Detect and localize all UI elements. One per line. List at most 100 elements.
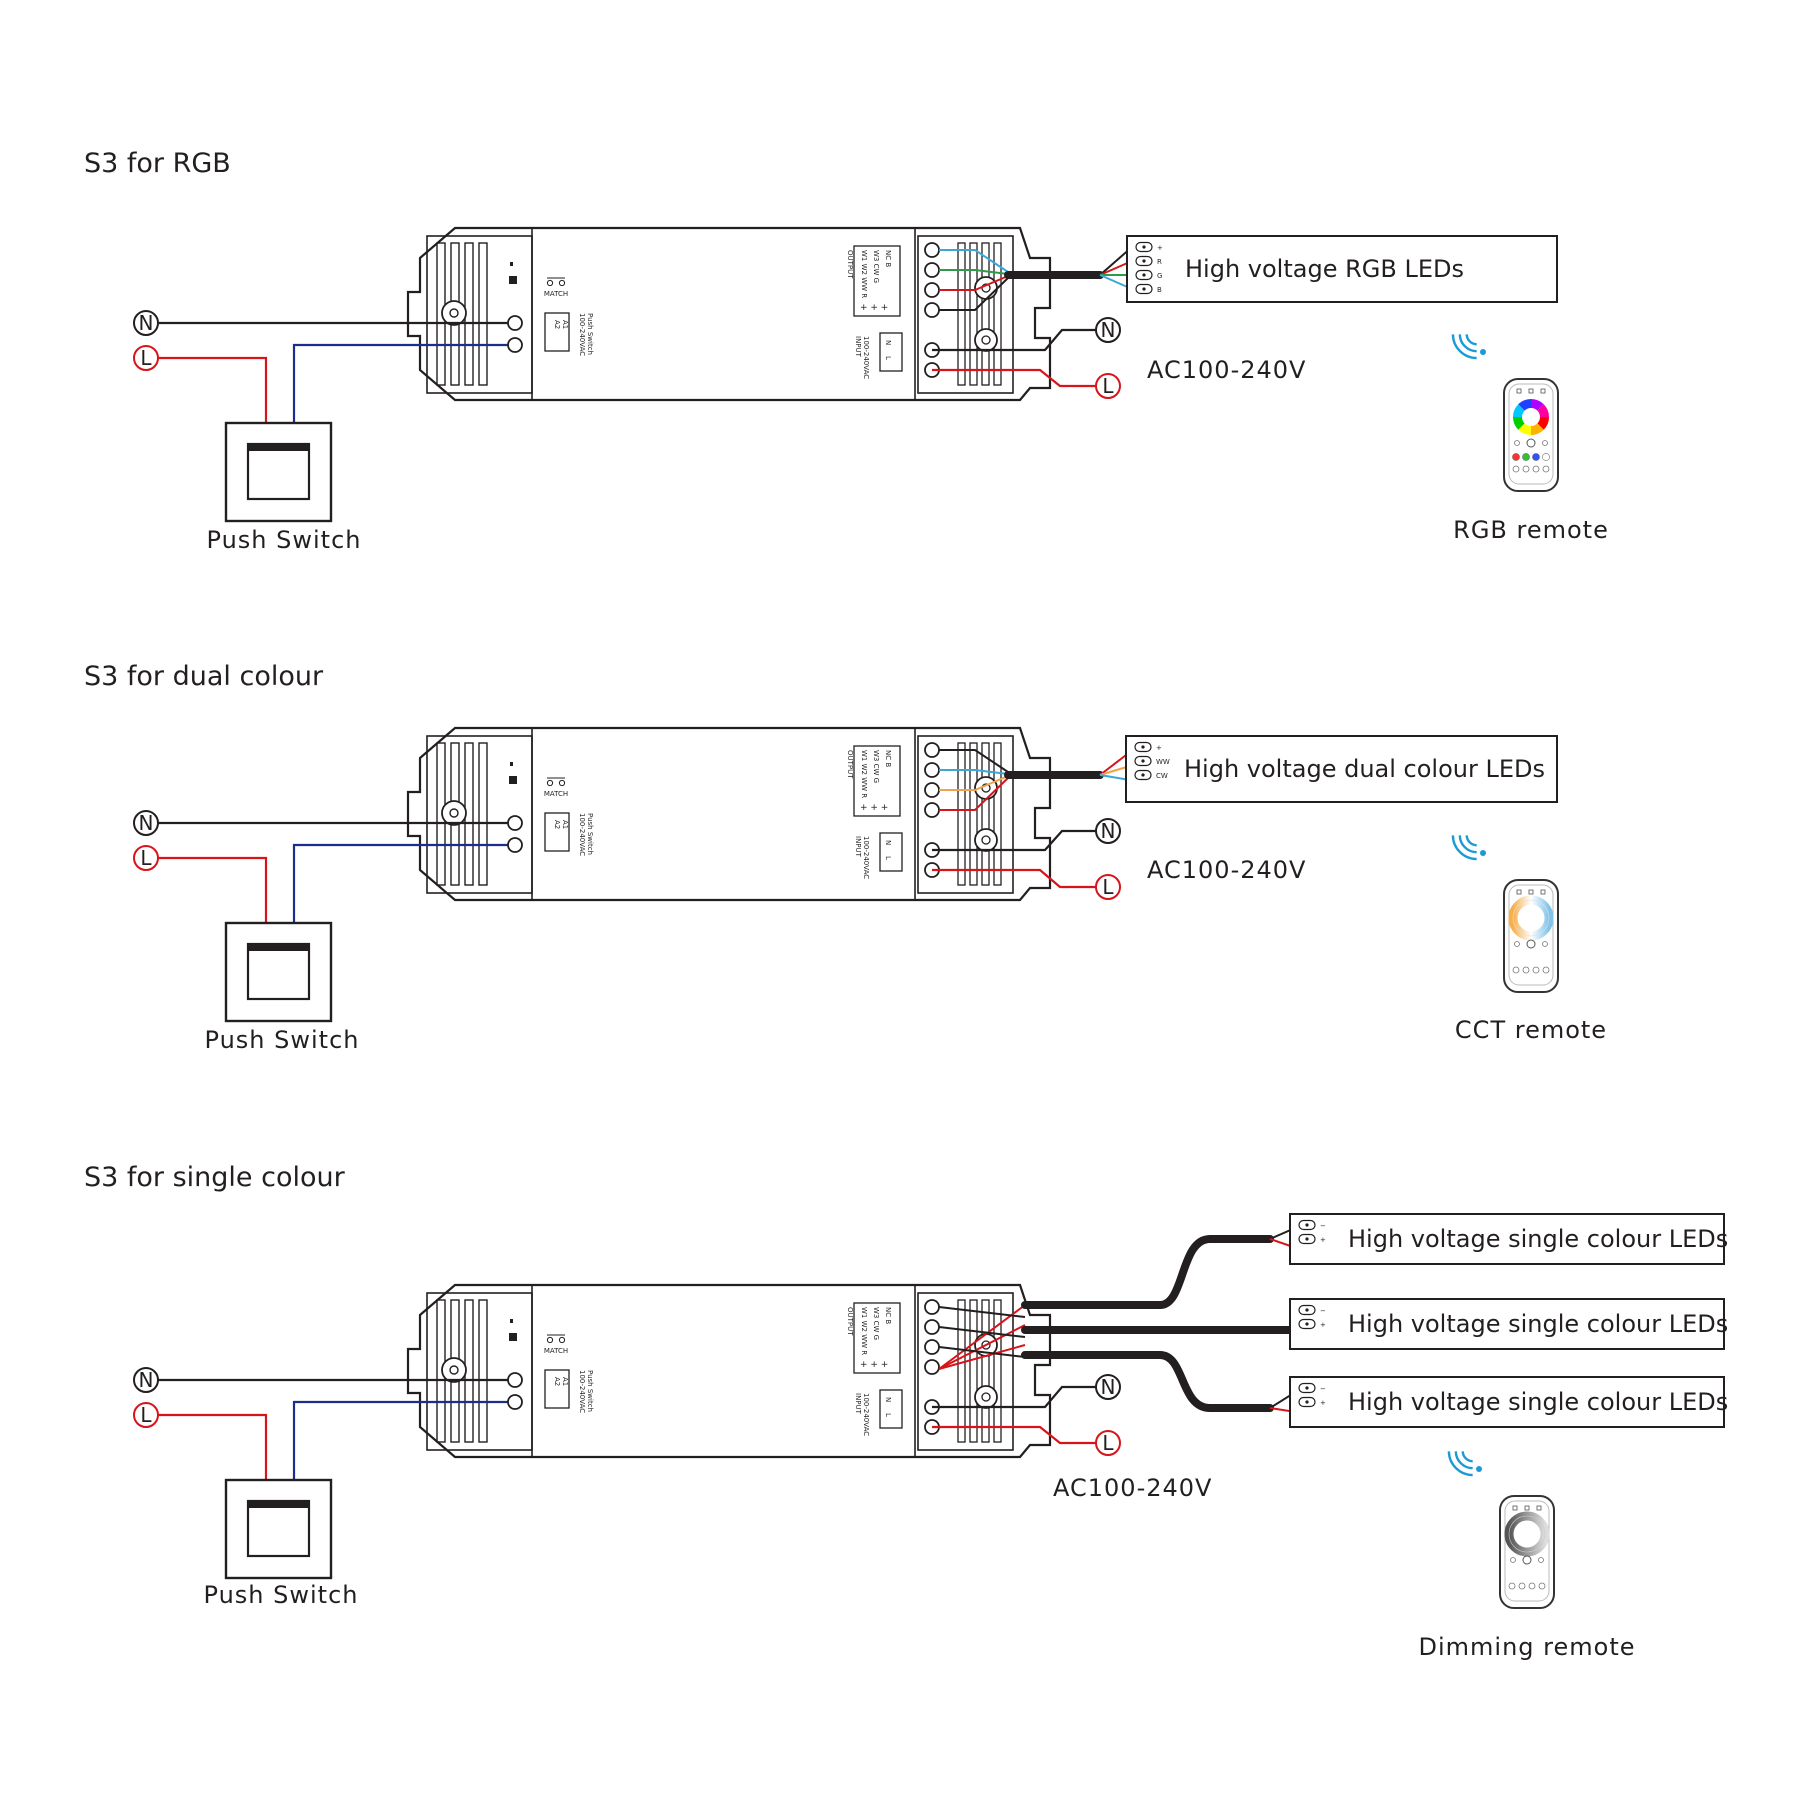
output-label-text: OUTPUT: [846, 750, 854, 779]
rgb-remote-top-key: [1528, 388, 1534, 394]
input-box: [879, 1389, 903, 1429]
dual-led-strip-pin-dot: [1141, 759, 1145, 763]
remote-label-rgb: RGB remote: [1453, 516, 1609, 544]
rgb-color-key: [1532, 453, 1540, 461]
right-screw-hole: [981, 335, 991, 345]
neutral-input-left-letter: N: [139, 811, 154, 835]
wireless-signal-icon: [1451, 835, 1486, 861]
match-symbol-b: [558, 279, 566, 287]
input-pin-l: L: [884, 856, 892, 860]
dual-led-strip-box: [1125, 735, 1558, 803]
right-vent-slot: [993, 1299, 1002, 1443]
rgb-led-strip-pin-label: R: [1157, 258, 1162, 266]
rgb-color-key: [1512, 453, 1520, 461]
neutral-input-left: N: [133, 310, 159, 336]
signal-arc: [1447, 1451, 1473, 1477]
dimming-remote-top-key: [1512, 1505, 1518, 1511]
push-switch-label-rgb: Push Switch: [207, 526, 362, 554]
output-row: W3 CW G: [872, 1307, 880, 1340]
input-label-text: INPUT: [854, 1393, 862, 1415]
output-box: [853, 745, 901, 817]
rgb-led-strip-pin-dot: [1142, 259, 1146, 263]
live-wire-to-switch: [158, 856, 268, 923]
single-red-wire: [938, 1324, 1026, 1370]
cct-remote-inner: [1508, 884, 1554, 986]
live-wire-right: [932, 1425, 1096, 1445]
cct-ring-edge: [1512, 899, 1550, 937]
output-row: NC B: [884, 750, 892, 767]
live-input-right-ring: [1095, 1430, 1121, 1456]
single-led-strip-2-label: High voltage single colour LEDs: [1348, 1310, 1728, 1338]
right-vent-slot: [993, 242, 1002, 386]
dimming-ring-edge: [1508, 1515, 1546, 1553]
output-terminal: [924, 1299, 940, 1315]
cct-remote-side-key: [1514, 941, 1520, 947]
single-led-strip-2-box: [1289, 1298, 1725, 1350]
switch-type-label: Push Switch: [586, 813, 594, 855]
live-input-right: L: [1095, 1430, 1121, 1456]
switch-terminal-left: [507, 337, 523, 353]
output-row: NC B: [884, 1307, 892, 1324]
switch-pin-a2: A2: [553, 1377, 561, 1386]
rgb-output-wire: [939, 275, 1009, 291]
switch-terminal-left: [507, 837, 523, 853]
wireless-signal-icon: [1451, 334, 1486, 360]
output-row: W3 CW G: [872, 250, 880, 283]
match-button: [509, 776, 517, 784]
controller-body: [406, 1283, 1052, 1459]
right-vent-slot: [969, 242, 978, 386]
output-row: W1 W2 WW R: [860, 750, 868, 798]
rgb-led-strip-pin-label: +: [1157, 244, 1163, 252]
switch-voltage-label: 100-240VAC: [578, 813, 586, 856]
push-switch-label-dual: Push Switch: [205, 1026, 360, 1054]
match-led: [510, 262, 513, 266]
signal-arc: [1451, 334, 1477, 360]
dimming-remote-bottom-key: [1538, 1582, 1546, 1590]
right-vent-slot: [957, 242, 966, 386]
neutral-wire-right: [932, 328, 1096, 352]
output-row: NC B: [884, 250, 892, 267]
output-terminal: [924, 262, 940, 278]
rgb-output-wire: [939, 249, 1009, 273]
dimming-remote-top-key: [1536, 1505, 1542, 1511]
cct-remote-bottom-key: [1512, 966, 1520, 974]
neutral-wire-right: [932, 1385, 1096, 1409]
input-label-text: INPUT: [854, 836, 862, 858]
neutral-input-left: N: [133, 810, 159, 836]
signal-dot: [1480, 349, 1486, 355]
section-title-dual: S3 for dual colour: [84, 661, 324, 692]
right-end-cap: [917, 735, 1014, 894]
switch-input-box: [544, 1369, 570, 1409]
cct-remote-top-key: [1516, 889, 1522, 895]
output-row: W1 W2 WW R: [860, 250, 868, 298]
live-input-right: L: [1095, 874, 1121, 900]
dimming-remote-bottom-key: [1508, 1582, 1516, 1590]
output-label: OUTPUT: [846, 250, 854, 279]
mains-label-dual: AC100-240V: [1147, 856, 1306, 884]
signal-arc: [1465, 334, 1477, 346]
switch-return-wire: [292, 343, 515, 423]
single-black-wire: [938, 1306, 1026, 1318]
live-input-right-letter: L: [1102, 374, 1114, 398]
dimming-remote-side-key: [1510, 1557, 1516, 1563]
live-input-left: L: [133, 1402, 159, 1428]
neutral-input-right: N: [1095, 1374, 1121, 1400]
neutral-input-left-letter: N: [139, 311, 154, 335]
input-pin-l: L: [884, 356, 892, 360]
output-terminal: [924, 742, 940, 758]
cct-remote-top-key: [1540, 889, 1546, 895]
rgb-remote-top-key: [1540, 388, 1546, 394]
right-end-cap: [917, 235, 1014, 394]
input-voltage-text: 100-240VAC: [862, 1393, 870, 1436]
output-box: [853, 245, 901, 317]
rgb-color-key: [1522, 453, 1530, 461]
live-input-right: L: [1095, 373, 1121, 399]
input-pin-n: N: [884, 840, 892, 845]
single-led-strip-3-label: High voltage single colour LEDs: [1348, 1388, 1728, 1416]
